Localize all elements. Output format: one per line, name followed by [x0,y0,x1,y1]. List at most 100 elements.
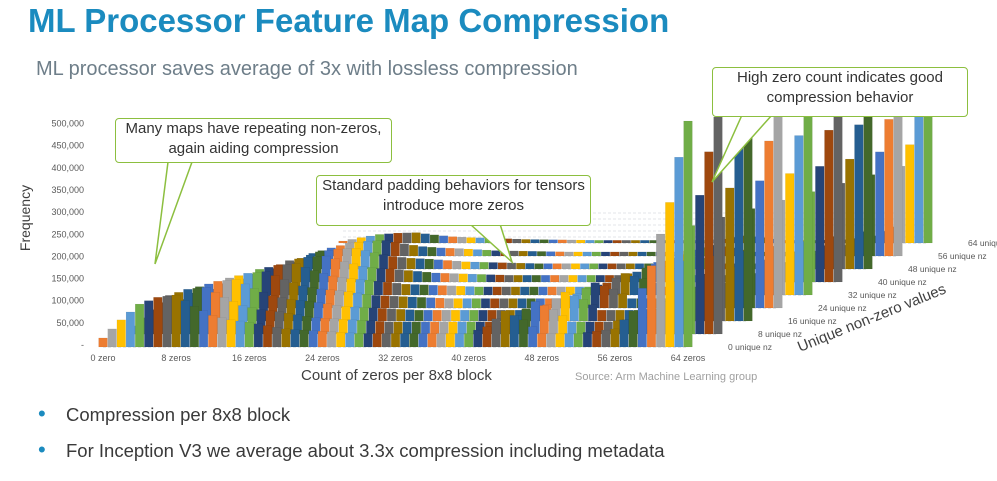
bar [162,295,172,348]
bar [518,319,528,348]
bar [350,306,360,322]
bar [116,319,126,348]
z-tick-label: 16 unique nz [788,316,837,326]
y-tick-label: 100,000 [51,296,84,306]
bar [405,309,415,322]
bar [627,298,637,309]
bar [359,307,369,322]
bar [531,275,541,283]
bar [552,263,562,270]
bar [543,263,553,270]
bar [406,258,416,270]
bar [253,323,263,348]
bar [263,325,273,348]
z-tick-label: 0 unique nz [728,342,772,352]
bar [764,140,774,309]
bar [592,331,602,348]
bar [398,296,408,309]
bar [451,310,460,322]
bar [353,292,363,309]
bar [199,310,209,348]
bar [486,274,496,283]
bar [585,240,595,244]
bar [418,333,428,348]
bar [427,333,437,348]
bar [509,315,519,348]
bar [567,239,577,244]
x-tick-label: 0 zero [90,353,115,363]
bar [427,247,437,257]
bar [550,275,560,283]
bar [528,326,538,348]
bar [217,317,227,348]
bar [401,284,411,296]
bar [576,239,586,244]
x-tick-label: 32 zeros [378,353,413,363]
bar [905,144,915,244]
bar [603,240,613,244]
bar [539,305,549,335]
bar [393,232,403,244]
bar [380,295,390,309]
bar [473,329,483,348]
bar [389,295,399,309]
bar [377,308,387,322]
bar [290,329,300,348]
bar [875,151,885,257]
bar [435,297,445,309]
bar [144,300,154,348]
bar [601,251,610,257]
bar [396,309,406,322]
bar [591,251,601,257]
bar [508,298,518,309]
bar [421,321,430,335]
callout-high-zero-count: High zero count indicates good compressi… [712,67,968,117]
bar [824,129,834,283]
bar [578,299,588,322]
bar [400,333,410,348]
bar [392,282,402,296]
bar [299,329,309,348]
bar [629,275,639,296]
bar [371,295,381,309]
bar [628,310,638,348]
x-tick-label: 48 zeros [524,353,559,363]
bar [424,258,434,270]
bar [482,326,492,348]
bar [631,240,640,244]
bar [384,321,394,335]
bar [452,260,462,270]
bar [601,329,611,348]
bar [518,250,528,257]
bar [366,320,376,335]
bar [407,296,417,309]
bar [474,286,484,296]
bar [419,284,429,296]
bar [432,310,442,322]
y-tick-label: 450,000 [51,141,84,151]
bar [610,328,620,348]
x-tick-label: 16 zeros [232,353,267,363]
bar [171,294,181,348]
bar [513,275,523,283]
bar [833,101,843,283]
bar [785,173,795,296]
bar [426,297,436,309]
bar [618,293,628,309]
bar [845,158,855,270]
bar [208,315,218,348]
bar [338,319,348,335]
bar [372,333,382,348]
bar [608,288,618,309]
bar [470,261,480,270]
bar [577,275,587,283]
bar [244,321,254,348]
bullet-item: •For Inception V3 we average about 3.3x … [38,432,665,468]
bar [517,298,527,309]
bar [376,268,386,283]
bar [414,310,424,322]
bar [437,285,447,296]
bar [444,298,454,309]
bar [399,243,409,257]
bar [345,332,355,348]
